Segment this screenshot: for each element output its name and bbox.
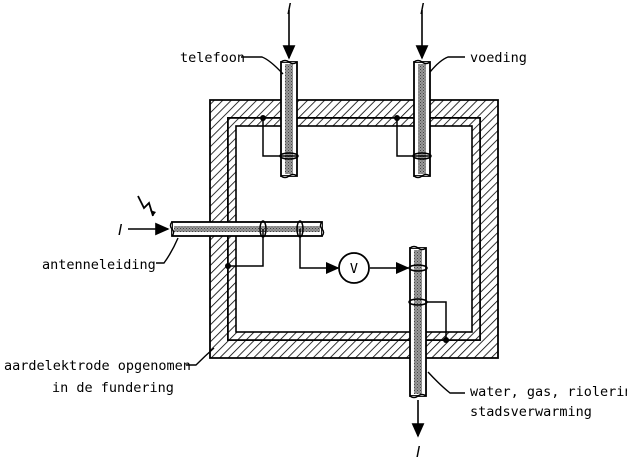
voltmeter: V — [338, 252, 370, 284]
lightning-icon — [137, 195, 154, 217]
leader-lines — [156, 56, 465, 394]
label-aardelektrode-line1: aardelektrode opgenomen — [4, 358, 191, 374]
lightning-tip-icon — [150, 210, 156, 216]
antenneleiding-pipe — [128, 221, 325, 237]
current-symbol-water: I — [416, 443, 421, 460]
current-symbol-telefoon: I — [287, 0, 292, 18]
label-voeding: voeding — [470, 50, 527, 66]
label-antenneleiding: antenneleiding — [42, 257, 156, 273]
current-symbol-voeding: I — [420, 0, 425, 18]
bonding-wires — [228, 118, 447, 340]
label-water-line2: stadsverwarming — [470, 404, 592, 420]
label-water-line1: water, gas, riolering, — [470, 384, 627, 400]
junction-dots — [225, 115, 449, 343]
current-symbol-antenne: I — [118, 221, 123, 239]
voltmeter-label: V — [350, 261, 358, 277]
voeding-pipe — [413, 10, 431, 179]
water-gas-pipe — [409, 245, 427, 438]
label-aardelektrode-line2: in de fundering — [52, 380, 174, 396]
telefoon-pipe — [280, 10, 298, 179]
label-telefoon: telefoon — [180, 50, 245, 66]
